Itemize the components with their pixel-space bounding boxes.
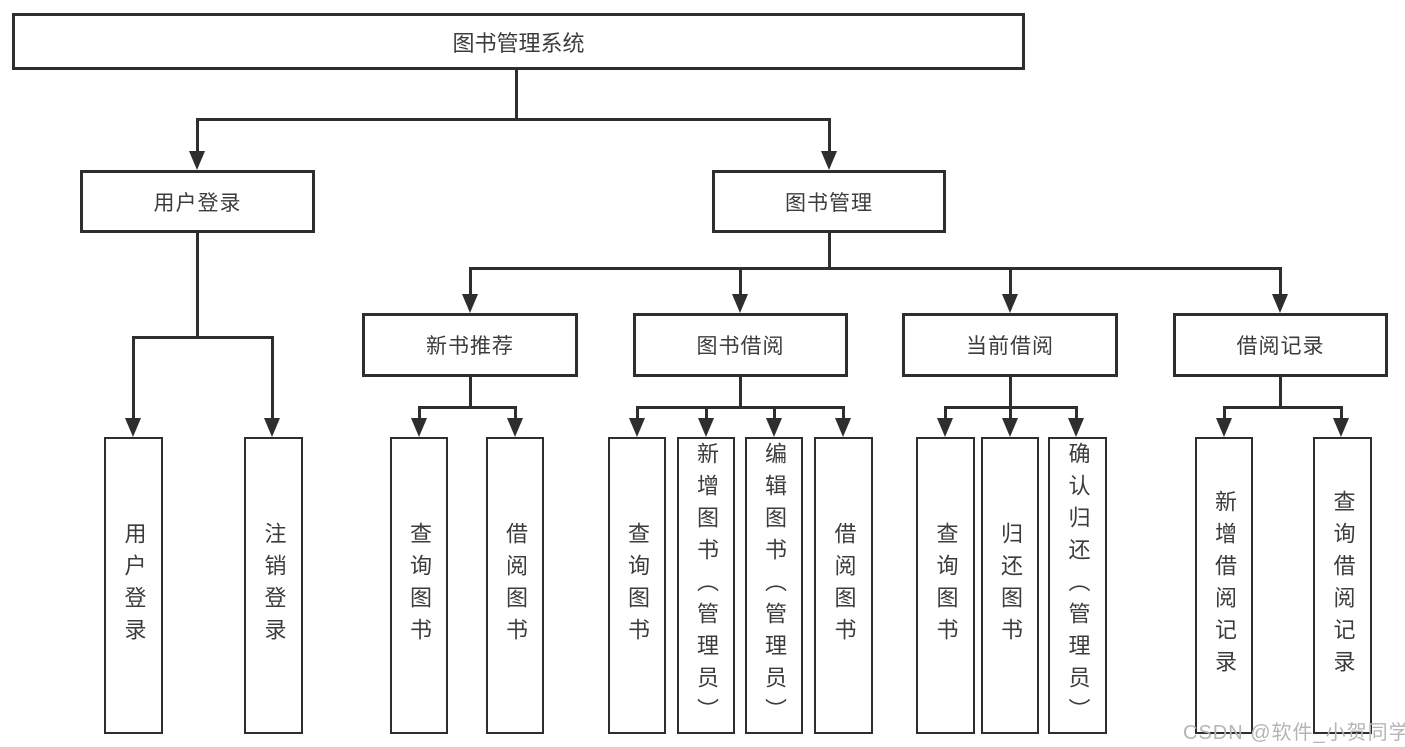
connector-to-leaf-12 <box>1340 406 1343 420</box>
node-new-book-recommend-label: 新书推荐 <box>426 335 514 358</box>
leaf-query-books-recommend-label: 查询图书 <box>407 521 432 650</box>
connector-to-current-borrow <box>1009 267 1012 295</box>
leaf-add-books-admin: 新增图书（管理员） <box>677 437 735 734</box>
leaf-return-books: 归还图书 <box>981 437 1039 734</box>
arrow-to-leaf-5-icon <box>698 418 714 437</box>
connector-to-leaf-6 <box>773 406 776 420</box>
connector-to-user-login <box>196 118 199 152</box>
connector-book-management-stem <box>828 233 831 270</box>
arrow-to-leaf-9-icon <box>1002 418 1018 437</box>
node-book-management-label: 图书管理 <box>785 191 873 215</box>
node-book-borrow-label: 图书借阅 <box>696 335 785 358</box>
leaf-add-borrow-record: 新增借阅记录 <box>1195 437 1253 734</box>
leaf-return-books-label: 归还图书 <box>998 521 1023 650</box>
connector-recommend-bar <box>418 406 517 409</box>
connector-to-leaf-user-login <box>132 336 135 419</box>
leaf-borrow-books-recommend-label: 借阅图书 <box>503 521 528 650</box>
arrow-to-current-borrow-icon <box>1002 294 1018 313</box>
connector-recommend-stem <box>469 377 472 409</box>
csdn-watermark: CSDN @软件_小贺同学 <box>1183 722 1405 744</box>
arrow-to-leaf-2-icon <box>411 418 427 437</box>
leaf-query-borrow-record-label: 查询借阅记录 <box>1330 489 1356 682</box>
leaf-query-borrow-record: 查询借阅记录 <box>1313 437 1372 734</box>
leaf-borrow-books-recommend: 借阅图书 <box>486 437 544 734</box>
arrow-to-borrow-record-icon <box>1272 294 1288 313</box>
leaf-query-books-current-label: 查询图书 <box>933 521 959 650</box>
arrow-to-leaf-3-icon <box>507 418 523 437</box>
node-book-management: 图书管理 <box>712 170 946 233</box>
connector-to-leaf-2 <box>418 406 421 420</box>
node-book-borrow: 图书借阅 <box>633 313 848 377</box>
leaf-logout-label: 注销登录 <box>261 521 287 650</box>
node-borrow-record-label: 借阅记录 <box>1236 335 1325 358</box>
connector-to-leaf-5 <box>705 406 708 420</box>
connector-current-borrow-stem <box>1009 377 1012 409</box>
arrow-to-book-management-icon <box>821 151 837 170</box>
leaf-confirm-return-admin-label: 确认归还（管理员） <box>1065 441 1091 730</box>
leaf-edit-books-admin: 编辑图书（管理员） <box>745 437 803 734</box>
leaf-edit-books-admin-label: 编辑图书（管理员） <box>762 441 787 730</box>
arrow-to-new-book-recommend-icon <box>462 294 478 313</box>
leaf-logout: 注销登录 <box>244 437 303 734</box>
node-root: 图书管理系统 <box>12 13 1025 70</box>
leaf-borrow-books-label: 借阅图书 <box>831 521 857 650</box>
connector-to-book-borrow <box>739 267 742 295</box>
connector-level3-bar <box>469 267 1282 270</box>
leaf-query-books-borrow-label: 查询图书 <box>625 521 650 650</box>
connector-borrow-record-stem <box>1279 377 1282 409</box>
leaf-confirm-return-admin: 确认归还（管理员） <box>1048 437 1107 734</box>
arrow-to-leaf-6-icon <box>766 418 782 437</box>
connector-to-leaf-logout <box>271 336 274 419</box>
connector-borrow-record-bar <box>1223 406 1342 409</box>
connector-to-leaf-8 <box>944 406 947 420</box>
leaf-add-borrow-record-label: 新增借阅记录 <box>1212 489 1237 682</box>
node-current-borrow: 当前借阅 <box>902 313 1118 377</box>
connector-user-login-stem <box>196 233 199 339</box>
connector-to-leaf-9 <box>1009 406 1012 420</box>
arrow-to-leaf-logout-icon <box>264 418 280 437</box>
arrow-to-leaf-10-icon <box>1068 418 1084 437</box>
connector-book-borrow-bar <box>636 406 843 409</box>
connector-root-stem <box>515 70 518 120</box>
connector-to-new-book-recommend <box>469 267 472 295</box>
node-borrow-record: 借阅记录 <box>1173 313 1388 377</box>
node-current-borrow-label: 当前借阅 <box>966 335 1054 358</box>
connector-user-login-bar <box>132 336 273 339</box>
arrow-to-user-login-icon <box>189 151 205 170</box>
leaf-user-login: 用户登录 <box>104 437 163 734</box>
connector-to-leaf-3 <box>514 406 517 420</box>
arrow-to-leaf-4-icon <box>629 418 645 437</box>
leaf-query-books-current: 查询图书 <box>916 437 975 734</box>
arrow-to-book-borrow-icon <box>732 294 748 313</box>
arrow-to-leaf-8-icon <box>937 418 953 437</box>
leaf-user-login-label: 用户登录 <box>121 521 147 650</box>
arrow-to-leaf-12-icon <box>1333 418 1349 437</box>
connector-book-borrow-stem <box>739 377 742 409</box>
connector-to-leaf-11 <box>1223 406 1226 420</box>
connector-level2-bar <box>196 118 830 121</box>
node-new-book-recommend: 新书推荐 <box>362 313 578 377</box>
arrow-to-leaf-11-icon <box>1216 418 1232 437</box>
connector-to-leaf-7 <box>842 406 845 420</box>
arrow-to-leaf-7-icon <box>835 418 851 437</box>
node-user-login-label: 用户登录 <box>153 191 242 215</box>
connector-to-leaf-10 <box>1075 406 1078 420</box>
leaf-borrow-books: 借阅图书 <box>814 437 873 734</box>
leaf-query-books-recommend: 查询图书 <box>390 437 448 734</box>
connector-to-book-management <box>828 118 831 152</box>
leaf-add-books-admin-label: 新增图书（管理员） <box>694 441 719 730</box>
node-root-label: 图书管理系统 <box>452 30 585 56</box>
leaf-query-books-borrow: 查询图书 <box>608 437 666 734</box>
arrow-to-leaf-user-login-icon <box>125 418 141 437</box>
node-user-login: 用户登录 <box>80 170 315 233</box>
connector-to-borrow-record <box>1279 267 1282 295</box>
connector-to-leaf-4 <box>636 406 639 420</box>
